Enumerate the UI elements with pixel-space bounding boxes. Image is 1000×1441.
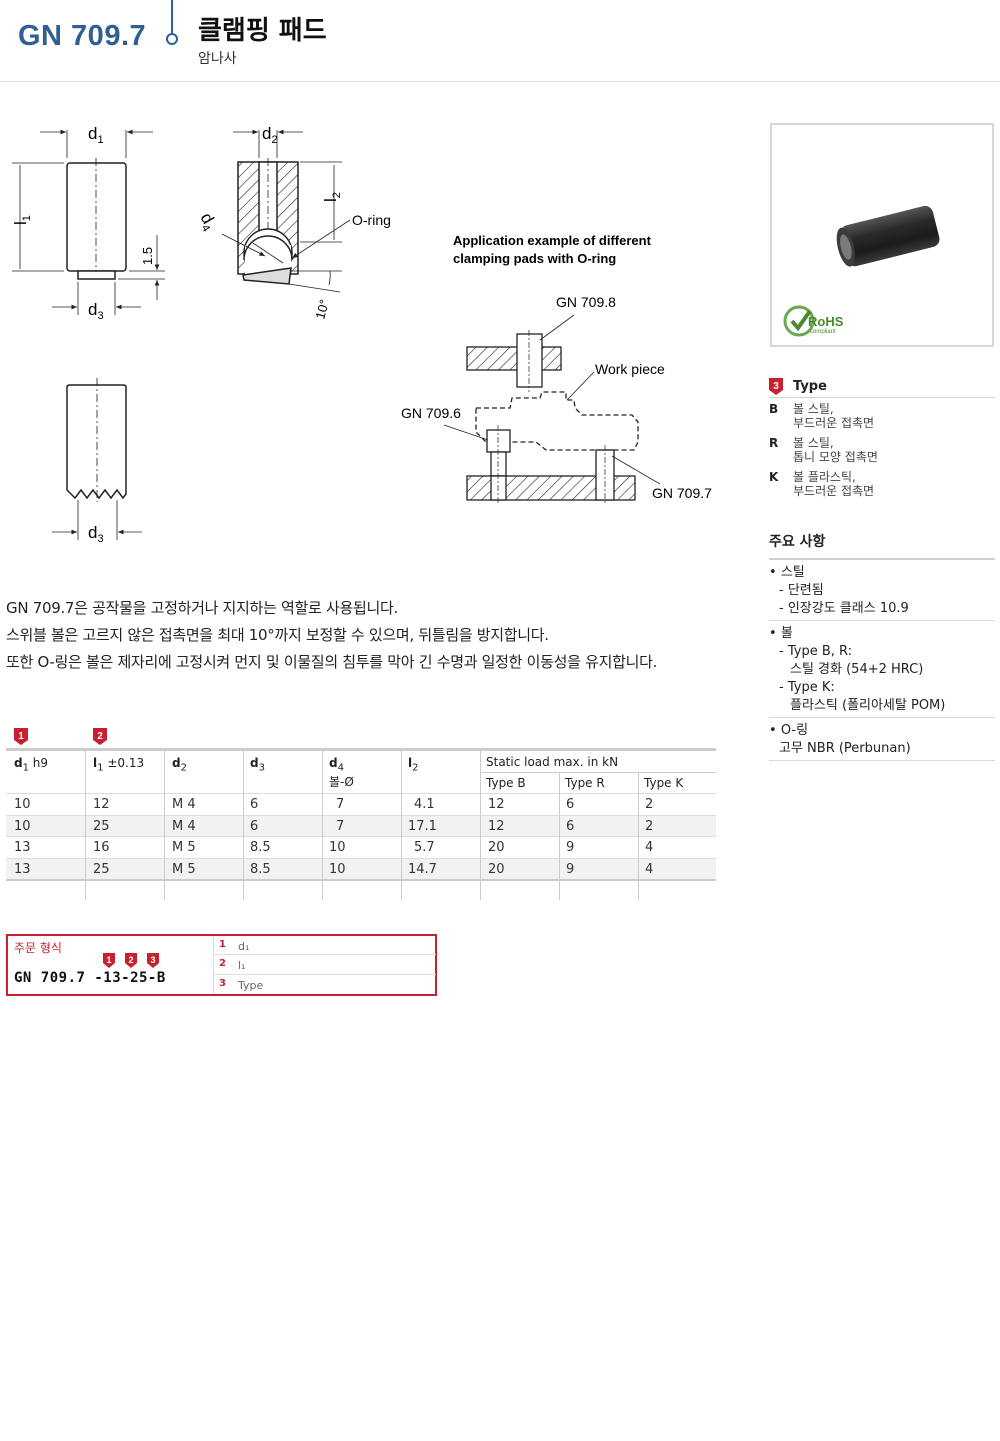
app-title-1: Application example of different xyxy=(453,233,652,248)
badge-2-icon: 2 xyxy=(125,953,137,968)
label-gn7097: GN 709.7 xyxy=(652,485,712,501)
app-title-2: clamping pads with O-ring xyxy=(453,251,616,266)
label-l1: l1 xyxy=(11,215,33,225)
header-rule xyxy=(0,81,1000,82)
table-bottom-rule xyxy=(6,879,716,881)
product-image: RoHS compliant xyxy=(783,205,940,337)
table-row: 13 16 M 5 8.5 10 5.7 20 9 4 xyxy=(6,836,716,858)
type-row-r: R 볼 스틸, 톱니 모양 접촉면 xyxy=(769,436,878,464)
type-row-k: K 볼 플라스틱, 부드러운 접촉면 xyxy=(769,470,875,498)
svg-text:compliant: compliant xyxy=(810,329,836,335)
product-code: GN 709.7 xyxy=(18,20,147,52)
label-gn7096: GN 709.6 xyxy=(401,405,461,421)
type-title: Type xyxy=(793,379,827,394)
svg-text:3: 3 xyxy=(773,381,779,392)
svg-text:2: 2 xyxy=(128,955,133,965)
label-gn7098: GN 709.8 xyxy=(556,294,616,310)
svg-text:1: 1 xyxy=(106,955,111,965)
technical-drawings: d1 l1 1.5 d3 d2 l2 d4 O-ring 10° xyxy=(11,124,712,545)
svg-text:3: 3 xyxy=(150,955,155,965)
label-angle: 10° xyxy=(312,298,332,321)
svg-text:RoHS: RoHS xyxy=(808,314,844,329)
order-code: GN 709.7 -13-25-B xyxy=(14,970,166,986)
notes-oring: • O-링 고무 NBR (Perbunan) xyxy=(769,718,995,761)
label-l2: l2 xyxy=(321,192,343,202)
drawing-section-view xyxy=(221,129,351,293)
header-dot xyxy=(166,33,178,45)
rohs-icon: RoHS compliant xyxy=(783,305,844,337)
badge-3-icon: 3 xyxy=(769,378,783,395)
badge-1-icon: 1 xyxy=(103,953,115,968)
table-row: 10 25 M 4 6 7 17.1 12 6 2 xyxy=(6,814,716,836)
type-row-b: B 볼 스틸, 부드러운 접촉면 xyxy=(769,402,875,430)
notes-steel: • 스틸 - 단련됨 - 인장강도 클래스 10.9 xyxy=(769,560,995,621)
label-d3: d3 xyxy=(88,300,104,322)
drawing-serrated-view xyxy=(52,378,142,540)
svg-text:2: 2 xyxy=(97,731,103,742)
label-work-piece: Work piece xyxy=(595,361,665,377)
table-body: 10 12 M 4 6 7 4.1 12 6 2 10 25 M 4 6 7 1… xyxy=(6,793,716,879)
type-section: 3 Type B 볼 스틸, 부드러운 접촉면 R 볼 스틸, 톱니 모양 접촉… xyxy=(769,378,995,500)
label-d4: d4 xyxy=(194,210,221,235)
header-divider xyxy=(171,0,173,33)
badge-3-icon: 3 xyxy=(147,953,159,968)
drawing-application xyxy=(443,314,661,505)
label-1-5: 1.5 xyxy=(140,247,155,265)
order-label: 주문 형식 xyxy=(14,941,62,955)
table-row: 13 25 M 5 8.5 10 14.7 20 9 4 xyxy=(6,857,716,879)
label-d2: d2 xyxy=(262,124,278,146)
notes-ball: • 볼 - Type B, R: 스틸 경화 (54+2 HRC) - Type… xyxy=(769,621,995,718)
drawing-side-view xyxy=(12,129,165,315)
label-d3-serrated: d3 xyxy=(88,523,104,545)
notes-section: 주요 사항 • 스틸 - 단련됨 - 인장강도 클래스 10.9 • 볼 - T… xyxy=(769,531,995,761)
page-title: 클램핑 패드 xyxy=(198,16,327,46)
notes-title: 주요 사항 xyxy=(769,531,995,560)
badge-2-icon: 2 xyxy=(93,728,107,745)
type-header: 3 Type xyxy=(769,378,995,398)
description: GN 709.7은 공작물을 고정하거나 지지하는 역할로 사용됩니다. 스위블… xyxy=(6,599,658,671)
svg-text:1: 1 xyxy=(18,731,24,742)
page-subtitle: 암나사 xyxy=(198,51,237,67)
label-oring: O-ring xyxy=(352,212,391,228)
product-photo: RoHS compliant xyxy=(770,123,994,347)
label-d1: d1 xyxy=(88,124,104,146)
table-row: 10 12 M 4 6 7 4.1 12 6 2 xyxy=(6,793,716,815)
badge-1-icon: 1 xyxy=(14,728,28,745)
